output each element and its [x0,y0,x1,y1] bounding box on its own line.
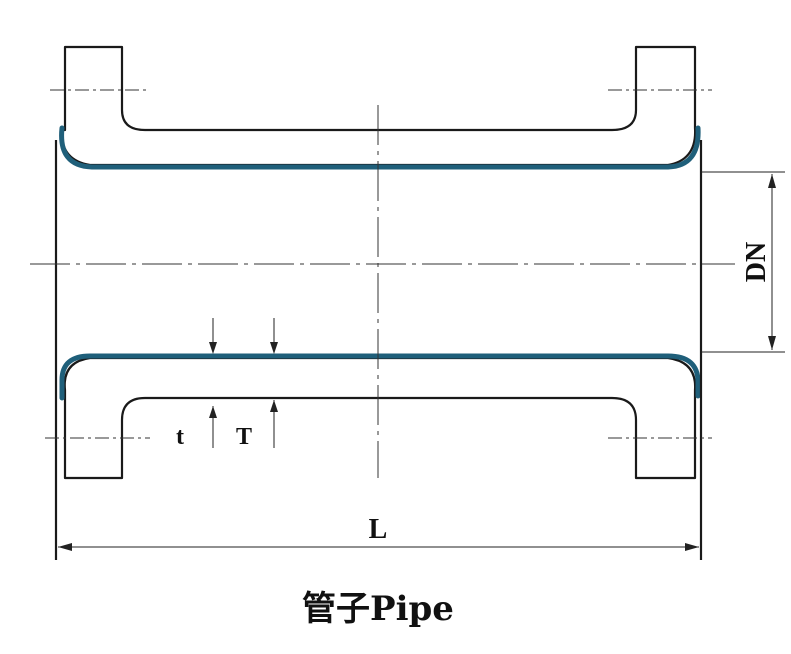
wall-t-arrow-bottom [270,400,278,412]
upper-wall-section [60,45,697,167]
wall-t-label: T [236,424,252,450]
l-label: L [369,514,388,545]
l-arrow-left [58,543,72,551]
t-arrow-bottom [209,406,217,418]
l-arrow-right [685,543,699,551]
lower-lining [59,353,701,401]
t-arrow-top [209,342,217,354]
dn-arrow-bottom [768,336,776,350]
upper-lining [59,125,701,170]
lower-wall-section [63,356,697,480]
t-label: t [176,424,184,450]
wall-t-arrow-top [270,342,278,354]
dn-label: DN [741,242,772,282]
diagram-caption: 管子Pipe [302,589,454,629]
dn-arrow-top [768,174,776,188]
